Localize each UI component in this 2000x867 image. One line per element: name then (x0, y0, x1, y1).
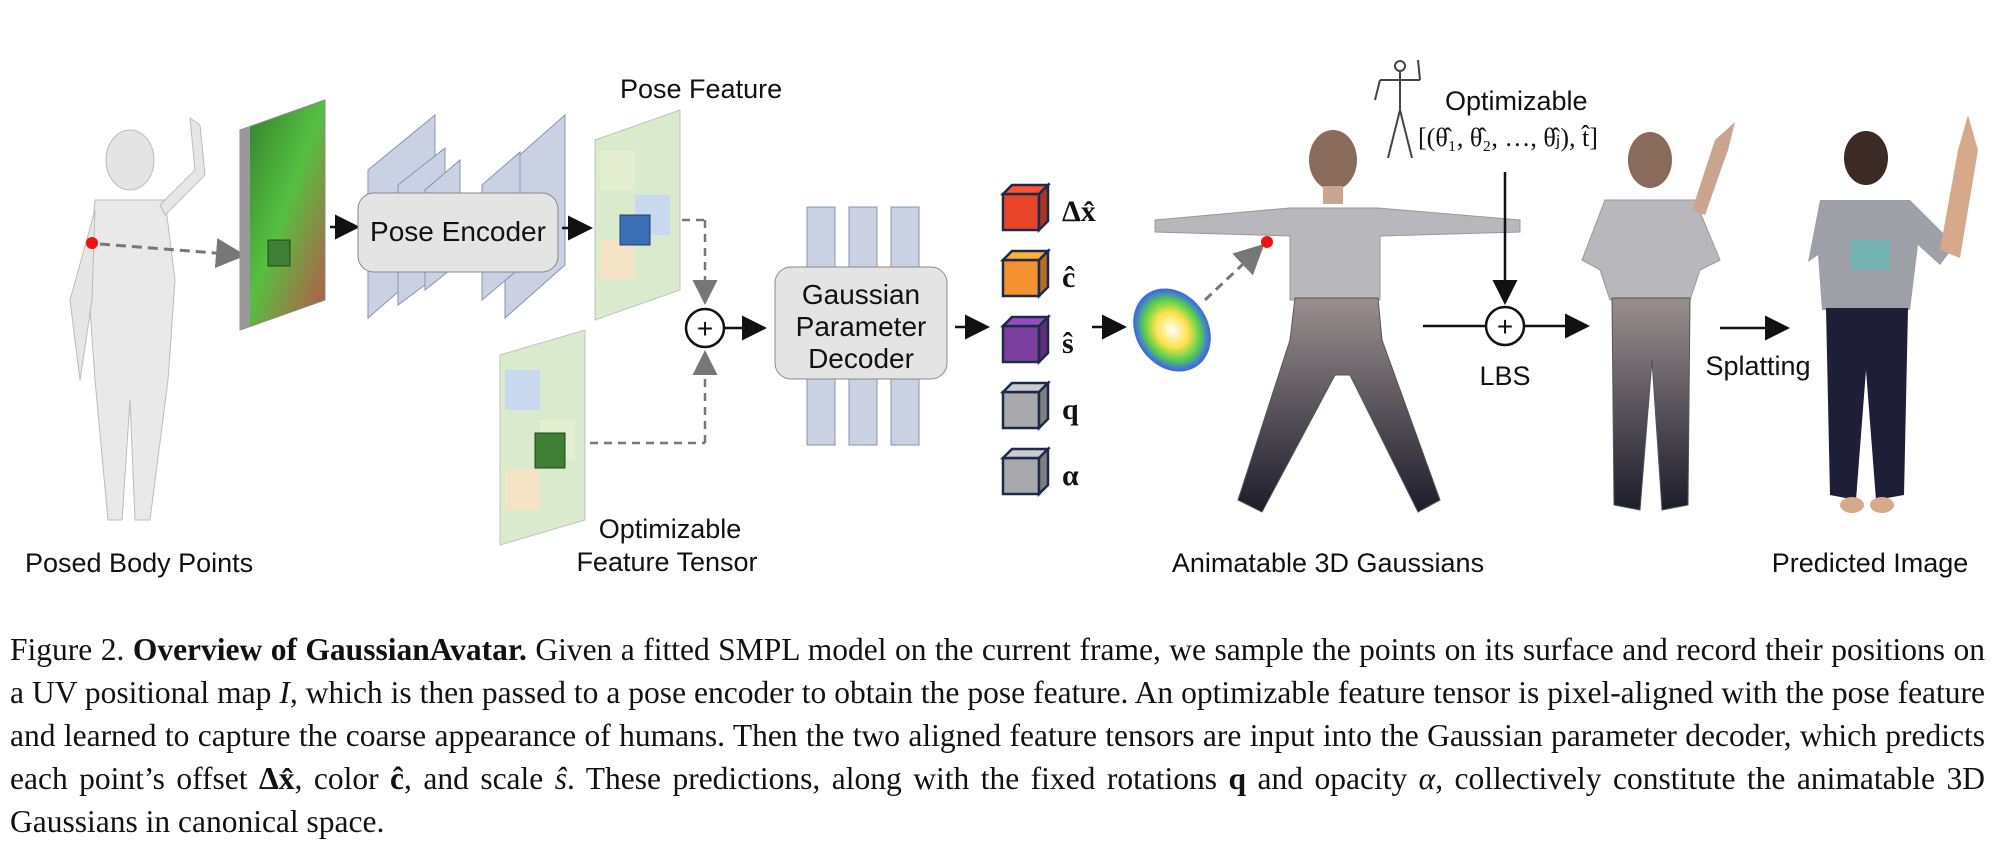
lbs-node: + (1484, 305, 1526, 347)
caption-math-2: Δx̂ (259, 761, 295, 796)
animatable-gaussians-label: Animatable 3D Gaussians (1172, 548, 1484, 578)
optimizable-pose-params: [(θ̂₁, θ̂₂, …, θ̂ⱼ), t̂] (1418, 123, 1598, 152)
caption-math-3: ĉ (390, 761, 405, 796)
param-symbol-0: Δx̂ (1062, 195, 1096, 228)
pose-feature-label: Pose Feature (620, 74, 782, 104)
optimizable-tensor-label-1: Optimizable (599, 514, 742, 544)
decoder-label-2: Parameter (796, 311, 927, 342)
figure-caption: Figure 2. Overview of GaussianAvatar. Gi… (10, 628, 1985, 843)
feature-sum-node: + (684, 307, 726, 349)
param-symbol-2: ŝ (1062, 327, 1074, 360)
overview-figure: Pose Encoder Pose Feature Optimizable Fe… (25, 59, 1978, 578)
skeleton-icon (1374, 59, 1421, 159)
lbs-label: LBS (1479, 361, 1530, 391)
caption-title: Overview of GaussianAvatar. (132, 632, 527, 667)
caption-math-5: q (1228, 761, 1247, 796)
pose-encoder-label: Pose Encoder (370, 216, 546, 247)
param-symbol-1: ĉ (1062, 261, 1075, 294)
caption-text-4: , and scale (404, 761, 555, 796)
svg-text:+: + (697, 313, 713, 344)
posed-body-points-label: Posed Body Points (25, 548, 253, 578)
optimizable-tensor-label-2: Feature Tensor (576, 547, 757, 577)
svg-text:+: + (1497, 311, 1513, 342)
animatable-3d-gaussians-figure (1154, 130, 1521, 513)
splatting-label: Splatting (1705, 351, 1810, 381)
param-cube-4: α (999, 445, 1079, 498)
param-cube-2: ŝ (999, 313, 1074, 366)
predicted-image-label: Predicted Image (1772, 548, 1969, 578)
caption-text-6: and opacity (1246, 761, 1419, 796)
param-symbol-4: α (1062, 459, 1079, 492)
decoder-label-1: Gaussian (802, 279, 920, 310)
uv-positional-map (239, 99, 326, 331)
pose-feature-tensor (594, 109, 681, 321)
optimizable-pose-title: Optimizable (1445, 86, 1588, 116)
caption-math-1: I (279, 675, 290, 710)
decoder-label-3: Decoder (808, 343, 914, 374)
pose-encoder-block: Pose Encoder (357, 113, 566, 320)
posed-body-mesh (69, 116, 206, 521)
caption-math-4: ŝ (554, 761, 568, 796)
posed-gaussians-figure (1581, 122, 1735, 511)
gaussian-ellipsoid-icon (1133, 288, 1211, 372)
caption-prefix: Figure 2. (10, 632, 133, 667)
param-symbol-3: q (1062, 393, 1079, 426)
sample-point-marker (86, 237, 98, 249)
caption-text-3: , color (294, 761, 391, 796)
caption-text-5: . These predictions, along with the fixe… (567, 761, 1229, 796)
caption-text-1: Given a fitted SMPL model on the current… (10, 632, 1985, 710)
param-cube-3: q (999, 379, 1079, 432)
optimizable-feature-tensor (499, 329, 586, 546)
gaussian-parameter-decoder: Gaussian Parameter Decoder (774, 206, 948, 446)
caption-text-7: , collectively constitute the animatable… (10, 761, 1985, 839)
param-cube-0: Δx̂ (999, 181, 1096, 234)
param-cube-1: ĉ (999, 247, 1075, 300)
caption-text-2: , which is then passed to a pose encoder… (10, 675, 1985, 796)
predicted-image (1808, 115, 1978, 513)
caption-math-6: α (1418, 761, 1436, 796)
